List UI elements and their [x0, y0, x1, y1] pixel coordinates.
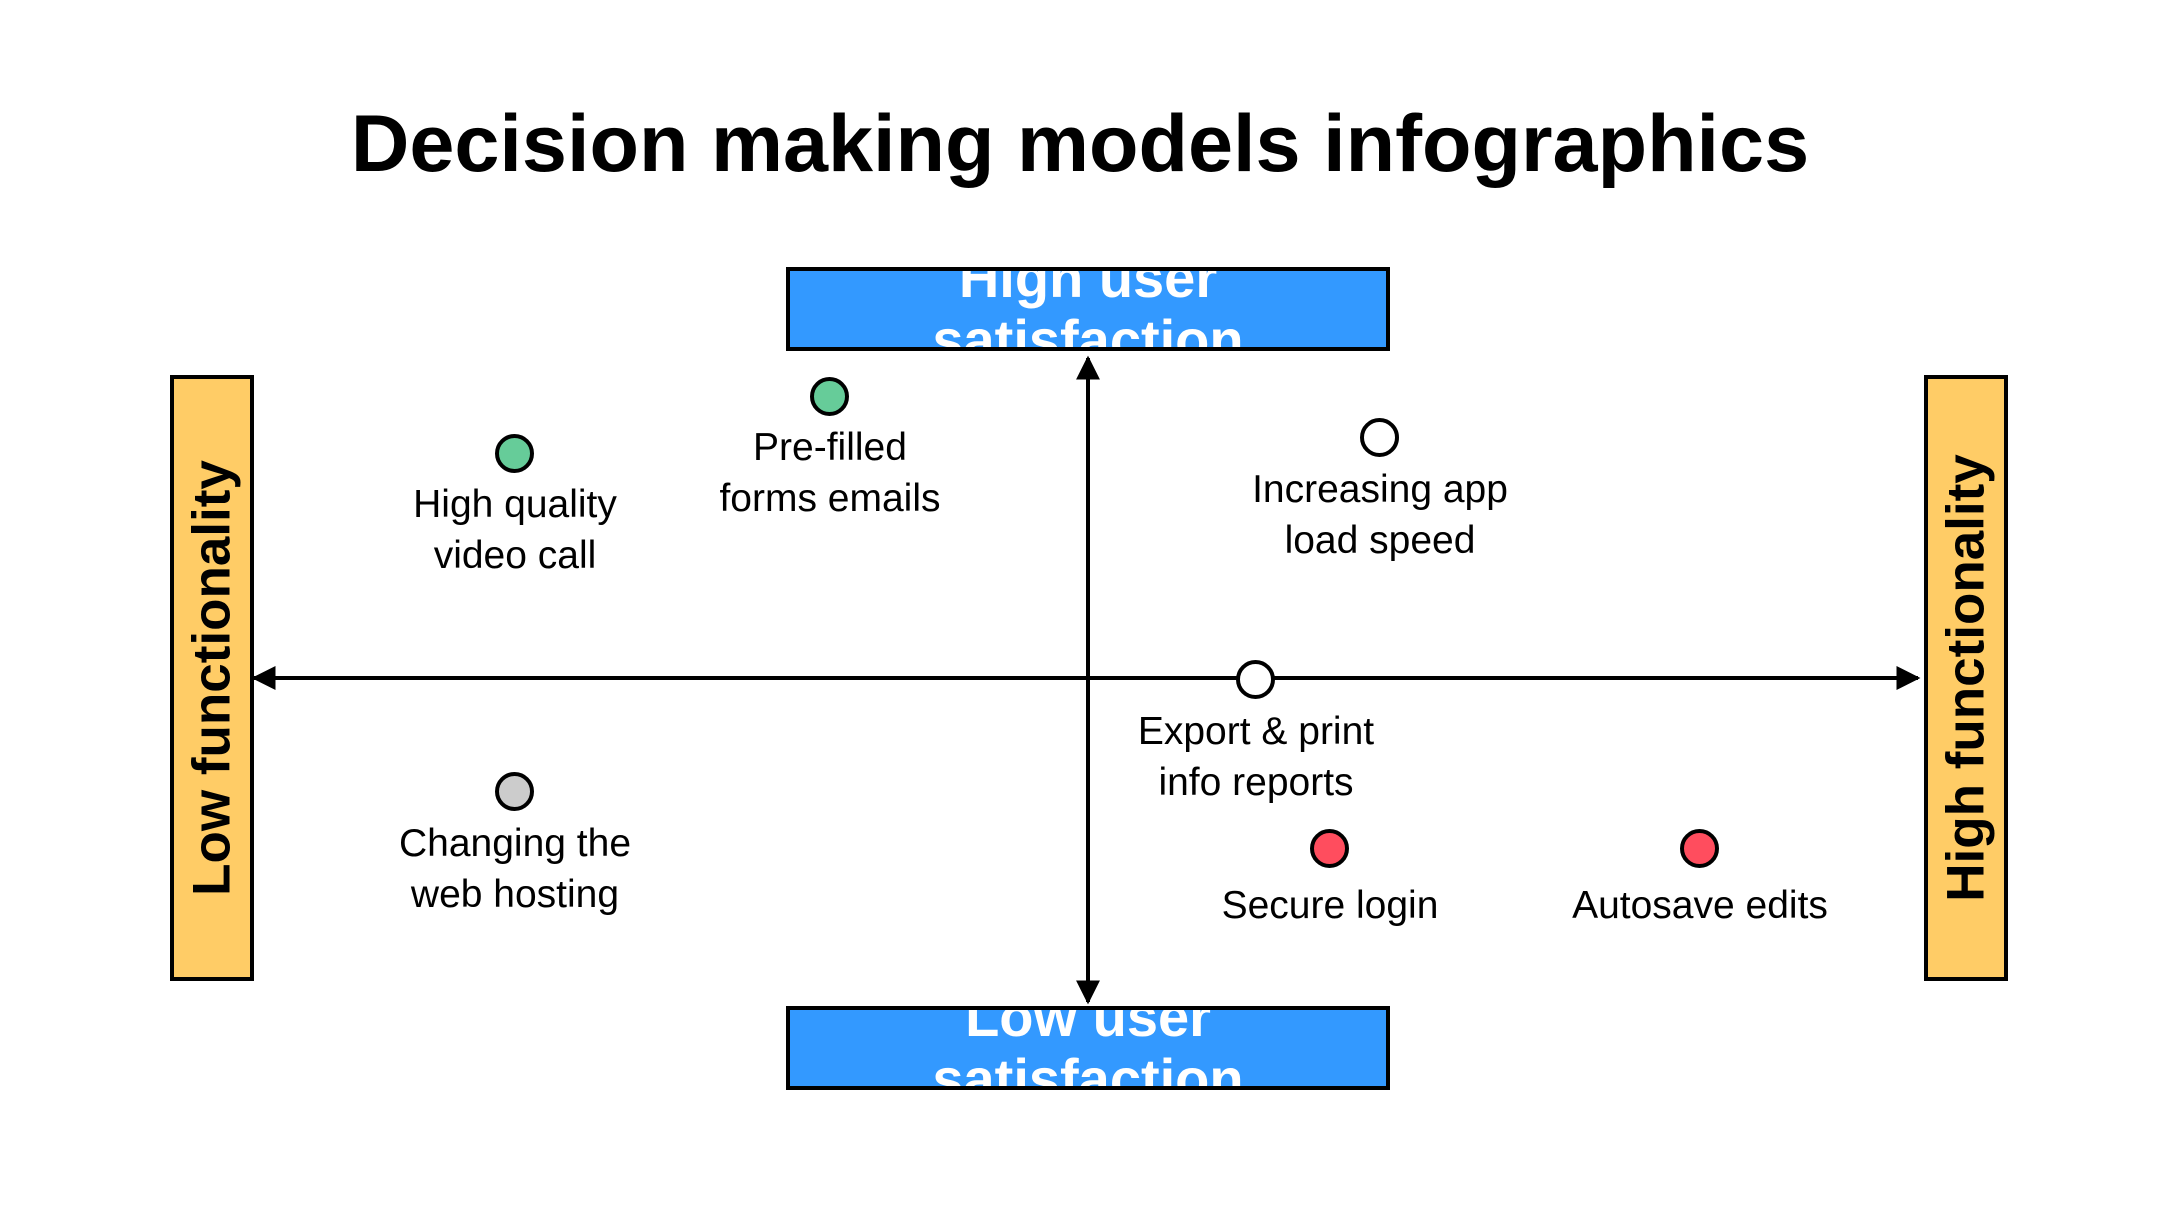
point-label: High quality video call — [413, 483, 617, 577]
page-title: Decision making models infographics — [350, 99, 1810, 189]
point-label: Increasing app load speed — [1252, 468, 1508, 562]
right-axis-label: High functionality — [1936, 454, 1996, 902]
point-marker — [495, 434, 534, 473]
right-axis-box: High functionality — [1924, 375, 2008, 981]
bottom-axis-label: Low user satisfaction — [932, 1006, 1244, 1090]
top-axis-box: High user satisfaction — [786, 267, 1390, 351]
left-axis-label: Low functionality — [182, 460, 242, 896]
point-label: Secure login — [1221, 884, 1439, 927]
point-marker — [495, 772, 534, 811]
point-label: Changing the web hosting — [398, 822, 632, 916]
bottom-axis-box: Low user satisfaction — [786, 1006, 1390, 1090]
point-marker — [1236, 660, 1275, 699]
point-label: Pre-filled forms emails — [719, 426, 941, 520]
point-marker — [1680, 829, 1719, 868]
point-marker — [810, 377, 849, 416]
point-label: Autosave edits — [1572, 884, 1828, 927]
left-axis-box: Low functionality — [170, 375, 254, 981]
top-axis-label: High user satisfaction — [932, 267, 1244, 351]
point-marker — [1310, 829, 1349, 868]
point-label: Export & print info reports — [1137, 710, 1375, 804]
point-marker — [1360, 418, 1399, 457]
